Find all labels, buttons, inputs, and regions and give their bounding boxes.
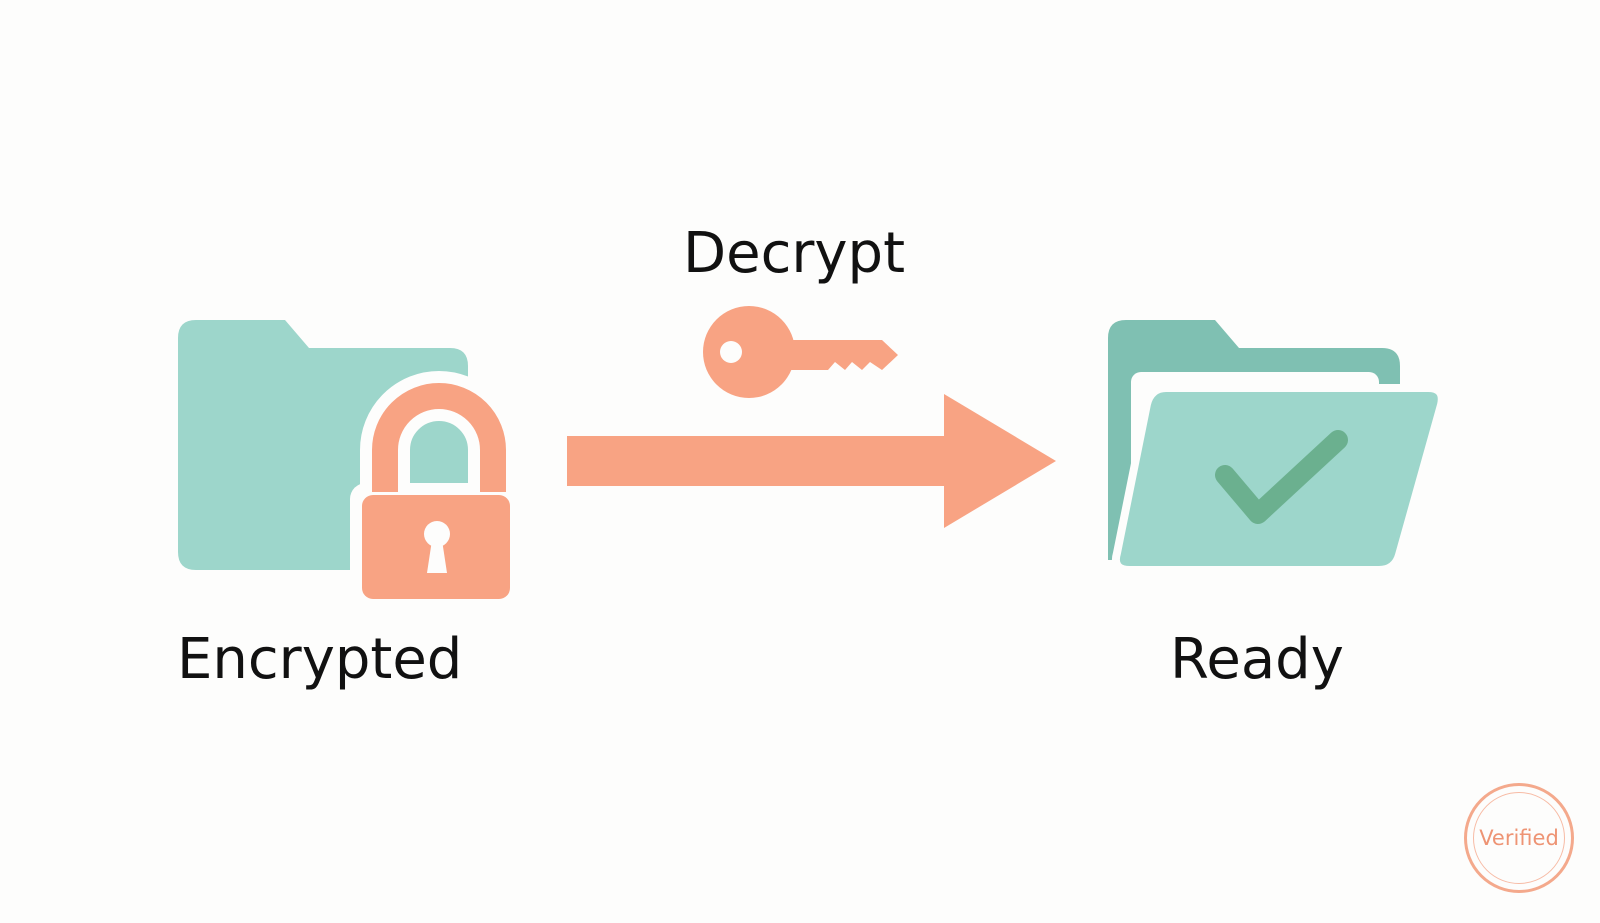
key-icon bbox=[703, 306, 898, 398]
arrow-right-icon bbox=[567, 394, 1056, 528]
decrypt-label: Decrypt bbox=[683, 221, 906, 286]
padlock-icon bbox=[350, 371, 518, 605]
encrypted-label: Encrypted bbox=[177, 627, 463, 692]
folder-front bbox=[1111, 384, 1446, 574]
stamp-text: Verified bbox=[1479, 826, 1559, 850]
ready-label: Ready bbox=[1170, 627, 1344, 692]
verified-stamp: Verified bbox=[1464, 783, 1574, 893]
checkmark-icon bbox=[1215, 430, 1348, 524]
open-folder-check-icon bbox=[1108, 320, 1446, 574]
stamp-inner-ring bbox=[1473, 792, 1565, 884]
locked-folder-icon bbox=[178, 320, 518, 605]
keyhole-icon bbox=[424, 521, 450, 547]
